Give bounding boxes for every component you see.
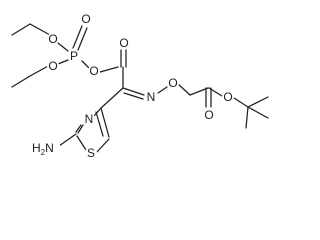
- bond: [233, 97, 249, 108]
- bond: [122, 87, 145, 96]
- bond: [99, 66, 119, 73]
- bond: [81, 60, 90, 69]
- amine-n: N: [45, 141, 54, 155]
- atom-o: O: [89, 64, 98, 78]
- bond: [11, 23, 31, 36]
- atom-p: P: [70, 49, 78, 63]
- bond: [93, 107, 102, 117]
- bond: [177, 83, 191, 96]
- atom-o: O: [48, 32, 57, 46]
- bond: [57, 59, 69, 65]
- bond: [57, 42, 69, 52]
- bond: [157, 86, 168, 94]
- amine-h: H: [32, 141, 41, 155]
- bond: [96, 138, 110, 153]
- atom-labels: O O P O O O N O O O N S H: [30, 12, 234, 160]
- bond: [29, 23, 51, 36]
- bond: [123, 92, 144, 100]
- bond: [208, 87, 223, 97]
- atom-o: O: [204, 108, 213, 122]
- bond: [247, 96, 269, 108]
- bonds: [11, 23, 269, 153]
- atom-n: N: [147, 90, 156, 104]
- bond: [77, 27, 88, 51]
- bond: [76, 135, 87, 151]
- bond: [95, 111, 104, 137]
- bond: [29, 64, 51, 77]
- amine-subscript: 2: [41, 148, 46, 157]
- chemical-structure: O O P O O O N O O O N S H: [11, 12, 269, 160]
- atom-o: O: [223, 90, 232, 104]
- atom-o: O: [48, 59, 57, 73]
- bond: [247, 106, 269, 119]
- chemical-structure-figure: O O P O O O N O O O N S H: [11, 12, 269, 160]
- atom-o: O: [81, 12, 90, 26]
- atom-n: N: [85, 112, 94, 126]
- bond: [75, 124, 82, 133]
- bond: [11, 75, 31, 88]
- bond: [77, 124, 84, 134]
- atom-o: O: [119, 36, 128, 50]
- bond: [100, 107, 110, 138]
- bond: [72, 25, 83, 49]
- bond: [245, 106, 249, 129]
- atom-o: O: [168, 76, 177, 90]
- bond: [100, 87, 124, 109]
- bond: [189, 87, 209, 96]
- bond: [58, 133, 77, 147]
- atom-amine: H2N: [32, 141, 54, 157]
- atom-s: S: [87, 146, 95, 160]
